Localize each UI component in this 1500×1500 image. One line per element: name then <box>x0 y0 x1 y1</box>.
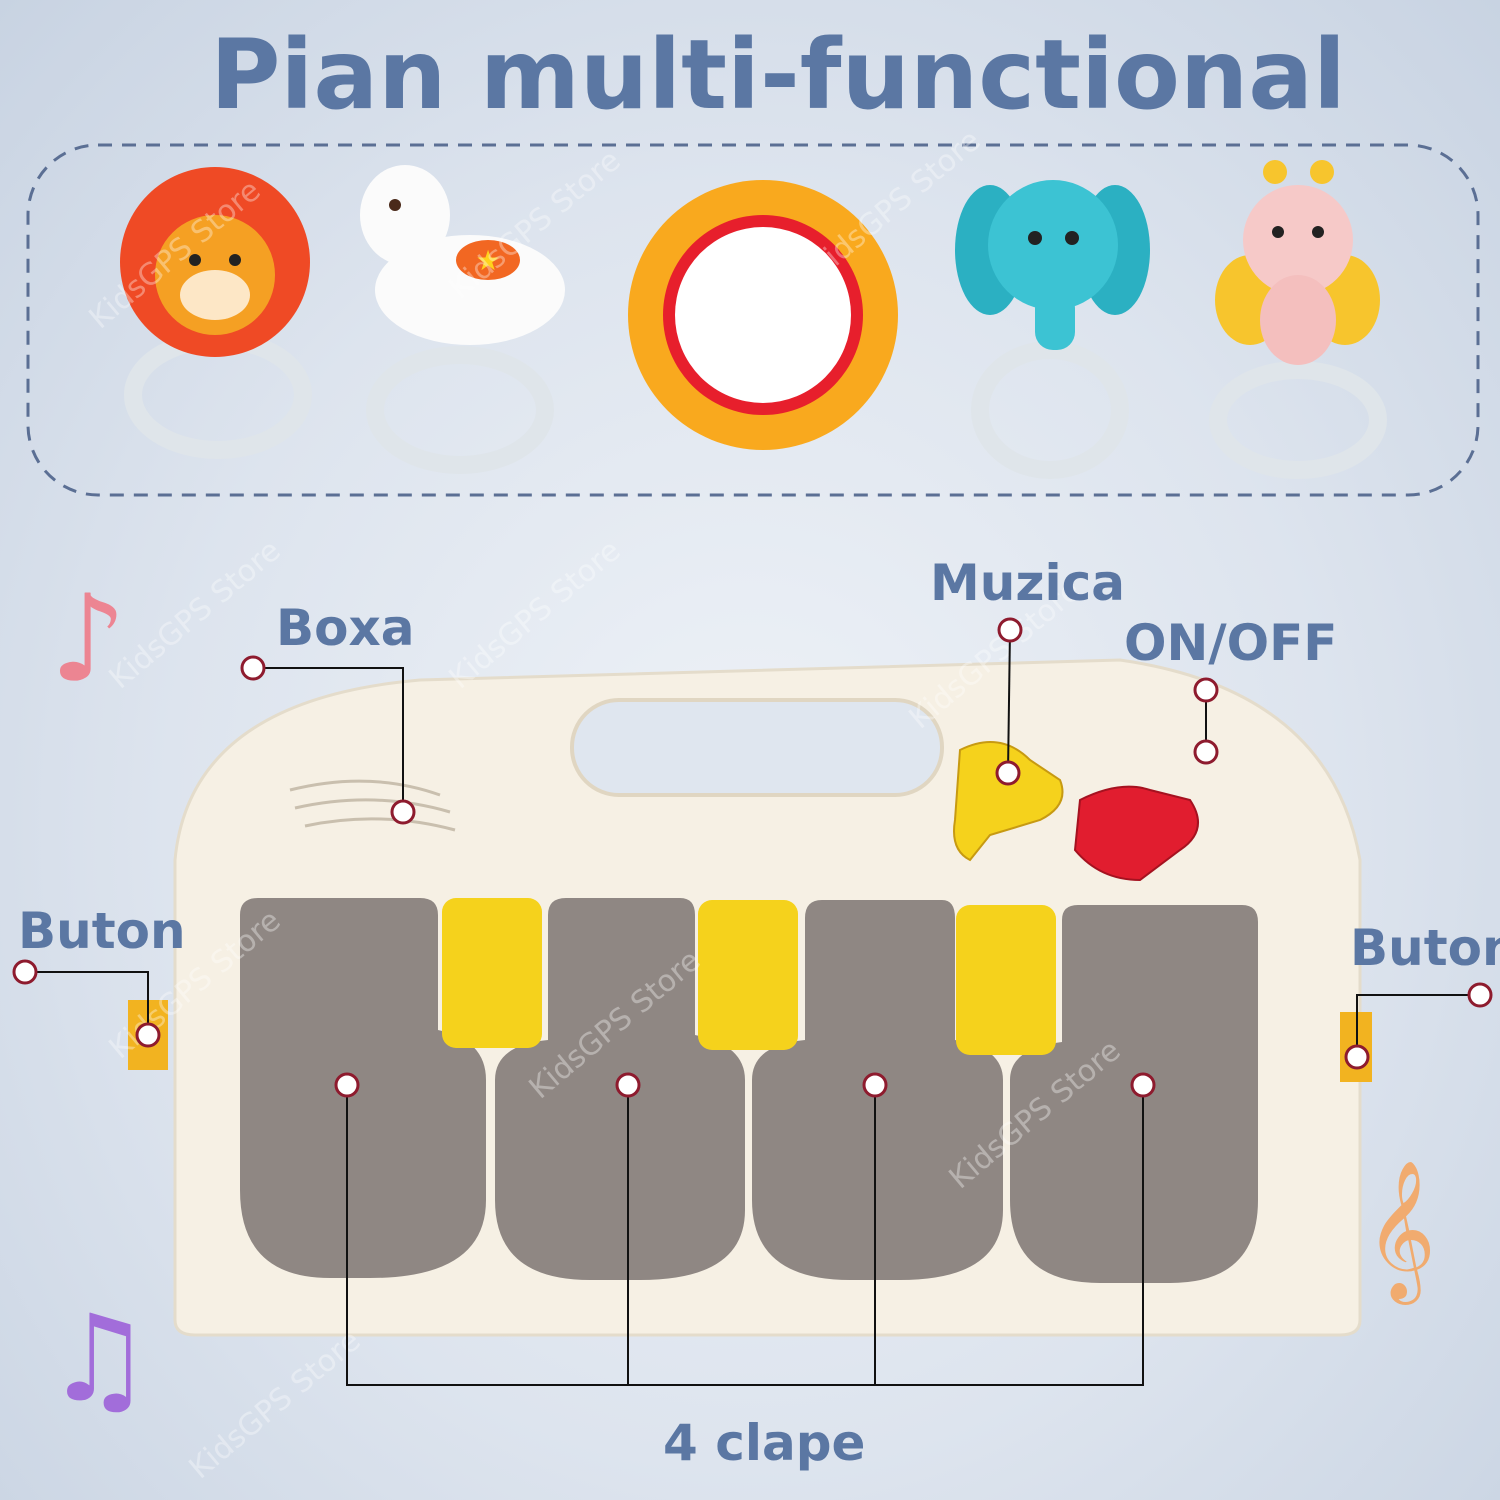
elephant-rattle-icon <box>955 180 1150 479</box>
treble-clef-icon: 𝄞 <box>1365 1160 1436 1305</box>
lion-rattle-icon <box>120 167 312 459</box>
yellow-key-2[interactable] <box>698 900 798 1050</box>
piano-key-1[interactable] <box>240 898 486 1278</box>
horse-rattle-icon: ★ <box>360 165 565 474</box>
label-speaker: Boxa <box>276 599 414 657</box>
flower-mirror-icon <box>628 180 898 450</box>
music-notes-icon: ♫ <box>45 1290 153 1429</box>
label-button-right: Buton <box>1350 919 1500 977</box>
piano-key-4[interactable] <box>1010 905 1258 1283</box>
toys-frame <box>26 143 1480 497</box>
music-button[interactable] <box>953 741 1064 862</box>
label-music: Muzica <box>930 554 1125 612</box>
svg-text:KidsGPS Store: KidsGPS Store <box>183 1323 368 1486</box>
yellow-key-3[interactable] <box>956 905 1056 1055</box>
callout-dots <box>12 617 1493 1098</box>
label-keys: 4 clape <box>663 1414 865 1472</box>
svg-text:★: ★ <box>475 244 500 277</box>
label-button-left: Buton <box>18 902 186 960</box>
yellow-key-1[interactable] <box>442 898 542 1048</box>
power-button[interactable] <box>1073 785 1199 882</box>
label-power: ON/OFF <box>1124 614 1337 672</box>
music-note-icon: ♪ <box>50 570 127 709</box>
callout-lines <box>25 629 1480 1386</box>
svg-text:KidsGPS Store: KidsGPS Store <box>443 533 628 696</box>
page-title: Pian multi-functional <box>210 19 1346 131</box>
bee-rattle-icon <box>1209 160 1387 479</box>
